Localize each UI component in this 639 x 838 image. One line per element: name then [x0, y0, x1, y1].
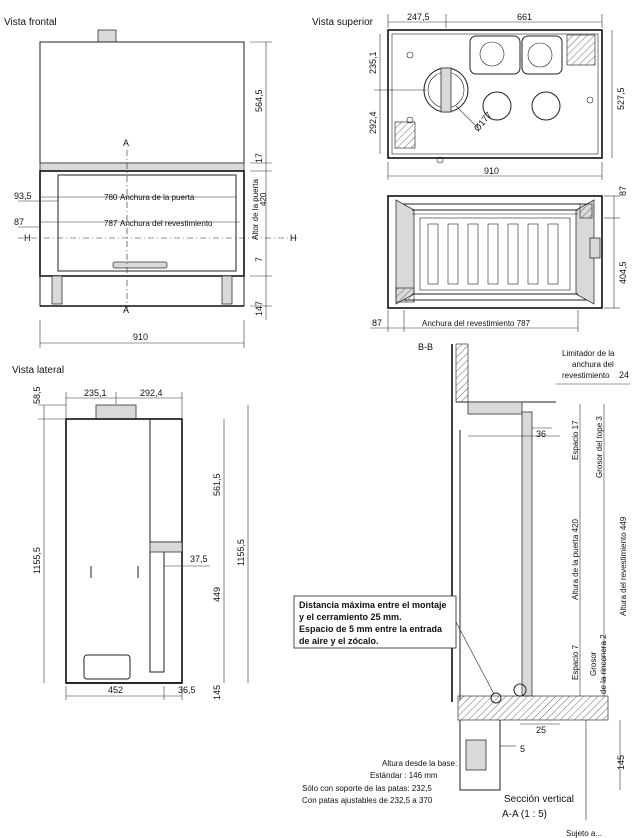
dim-side-292-4: 292,4	[140, 388, 163, 398]
dim-section-5: 5	[520, 744, 525, 754]
top-hole-2	[531, 91, 561, 121]
dim-58-5: 58,5	[32, 386, 42, 404]
section-vertical-title: Sección vertical	[504, 794, 574, 805]
dim-top-292-4: 292,4	[368, 111, 378, 134]
corner-thickness-1: Grosor	[589, 651, 598, 676]
limiter-line2: anchura del	[572, 360, 614, 369]
vertical-section-view: Limitador de la anchura del revestimient…	[451, 343, 630, 820]
base-note-line3: Sólo con soporte de las patas: 232,5	[302, 784, 432, 793]
dim-door-width: 780	[104, 193, 118, 202]
note-line2: y el cerramiento 25 mm.	[299, 612, 402, 622]
note-line1: Distancia máxima entre el montaje	[299, 600, 447, 610]
installation-note: Distancia máxima entre el montaje y el c…	[293, 595, 495, 695]
dim-section-gap17: Espacio 17	[571, 420, 580, 460]
cut-h-right: H	[290, 233, 297, 243]
dim-564-5: 564,5	[254, 89, 264, 112]
label-door-width: Anchura de la puerta	[120, 193, 195, 202]
dim-93-5: 93,5	[14, 191, 32, 201]
dim-section-door-height: Altura de la puerta 420	[571, 519, 580, 600]
bb-section-title: B-B	[418, 342, 433, 352]
dim-section-36: 36	[536, 429, 546, 439]
bb-section-view: 87 404,5 87 Anchura del revestimiento 78…	[370, 186, 628, 352]
base-height-note: Altura desde la base: Estándar : 146 mm …	[302, 759, 457, 805]
top-air-box-1	[469, 35, 521, 75]
dim-247-5: 247,5	[407, 12, 430, 22]
section-base-slab	[457, 695, 609, 721]
dim-36-5: 36,5	[178, 685, 196, 695]
bb-outline	[387, 195, 603, 309]
dim-section-lining-height: Altura del revestimiento 449	[619, 516, 628, 616]
limiter-line3: revestimiento	[562, 371, 610, 380]
base-note-line1: Altura desde la base:	[382, 759, 457, 768]
side-view-title: Vista lateral	[12, 365, 64, 376]
front-door-glass	[57, 174, 237, 272]
note-line4: de aire y el zócalo.	[299, 636, 379, 646]
front-base-foot-right	[221, 275, 233, 305]
dim-top-910: 910	[484, 166, 499, 176]
front-view-title: Vista frontal	[4, 17, 57, 28]
dim-side-height-left: 1155,5	[32, 547, 42, 574]
label-door-height-front: Altor de la puerta	[251, 179, 260, 240]
dim-front-147: 147	[254, 301, 264, 316]
dim-stop-thickness: Grosor del tope 3	[595, 416, 604, 478]
top-grille-left	[394, 121, 416, 149]
dim-side-145: 145	[212, 685, 222, 700]
top-hole-1	[482, 91, 512, 121]
front-view: Vista frontal A A H H 780 Anchura de la …	[4, 17, 300, 348]
dim-527-5: 527,5	[616, 87, 626, 110]
front-base	[39, 275, 245, 307]
note-line3: Espacio de 5 mm entre la entrada	[299, 624, 443, 634]
dim-37-5: 37,5	[190, 554, 208, 564]
dim-front-7: 7	[254, 257, 264, 262]
top-view: Vista superior 247,5 661 235,1 292,4	[312, 12, 626, 180]
top-grille-right	[566, 34, 596, 66]
dim-bb-lining: Anchura del revestimiento 787	[422, 319, 531, 328]
front-top-band	[39, 162, 245, 172]
limiter-value: 24	[619, 370, 629, 380]
dim-87-front: 87	[14, 217, 24, 227]
base-note-line4: Con patas ajustables de 232,5 a 370	[302, 796, 433, 805]
footer-note: Sujeto a...	[566, 829, 602, 838]
cut-a-bottom: A	[123, 305, 129, 315]
dim-section-145: 145	[616, 755, 626, 770]
limiter-line1: Limitador de la	[562, 349, 615, 358]
side-flue-stub	[95, 404, 137, 420]
side-ash-door	[83, 654, 131, 680]
dim-front-width: 910	[133, 332, 148, 342]
dim-bb-87-left: 87	[372, 318, 382, 328]
dim-404-5: 404,5	[618, 261, 628, 284]
section-scale: A-A (1 : 5)	[502, 809, 547, 820]
dim-diameter: Ø177	[472, 110, 494, 133]
top-view-title: Vista superior	[312, 17, 374, 28]
dim-section-gap7: Espacio 7	[571, 644, 580, 680]
dim-bb-87-right: 87	[618, 186, 628, 196]
front-upper-body	[39, 41, 245, 164]
dim-lining-width: 787	[104, 219, 118, 228]
dim-661: 661	[517, 12, 532, 22]
dim-side-height-right: 1155,5	[236, 539, 246, 566]
dim-section-25: 25	[536, 725, 546, 735]
front-door-handle	[112, 261, 168, 269]
dim-door-height-front: 420	[259, 192, 268, 206]
corner-thickness-2: de la rinconera 2	[599, 634, 608, 694]
dim-top-235-1: 235,1	[368, 51, 378, 74]
dim-side-235-1: 235,1	[84, 388, 107, 398]
cut-h-left: H	[24, 233, 31, 243]
base-note-line2: Estándar : 146 mm	[370, 771, 438, 780]
dim-side-449: 449	[212, 587, 222, 602]
cut-a-top: A	[123, 138, 129, 148]
front-flue-stub	[97, 29, 117, 43]
top-air-box-2	[521, 35, 563, 75]
dim-452: 452	[108, 685, 123, 695]
dim-front-17: 17	[254, 153, 264, 163]
label-lining-width: Anchura del revestimiento	[120, 219, 213, 228]
side-view: Vista lateral 235,1 292,4 58,5 1155,5 56…	[12, 365, 249, 700]
dim-561-5: 561,5	[212, 473, 222, 496]
front-base-foot-left	[51, 275, 63, 305]
top-outline	[387, 29, 603, 159]
section-door-glass	[521, 411, 533, 697]
